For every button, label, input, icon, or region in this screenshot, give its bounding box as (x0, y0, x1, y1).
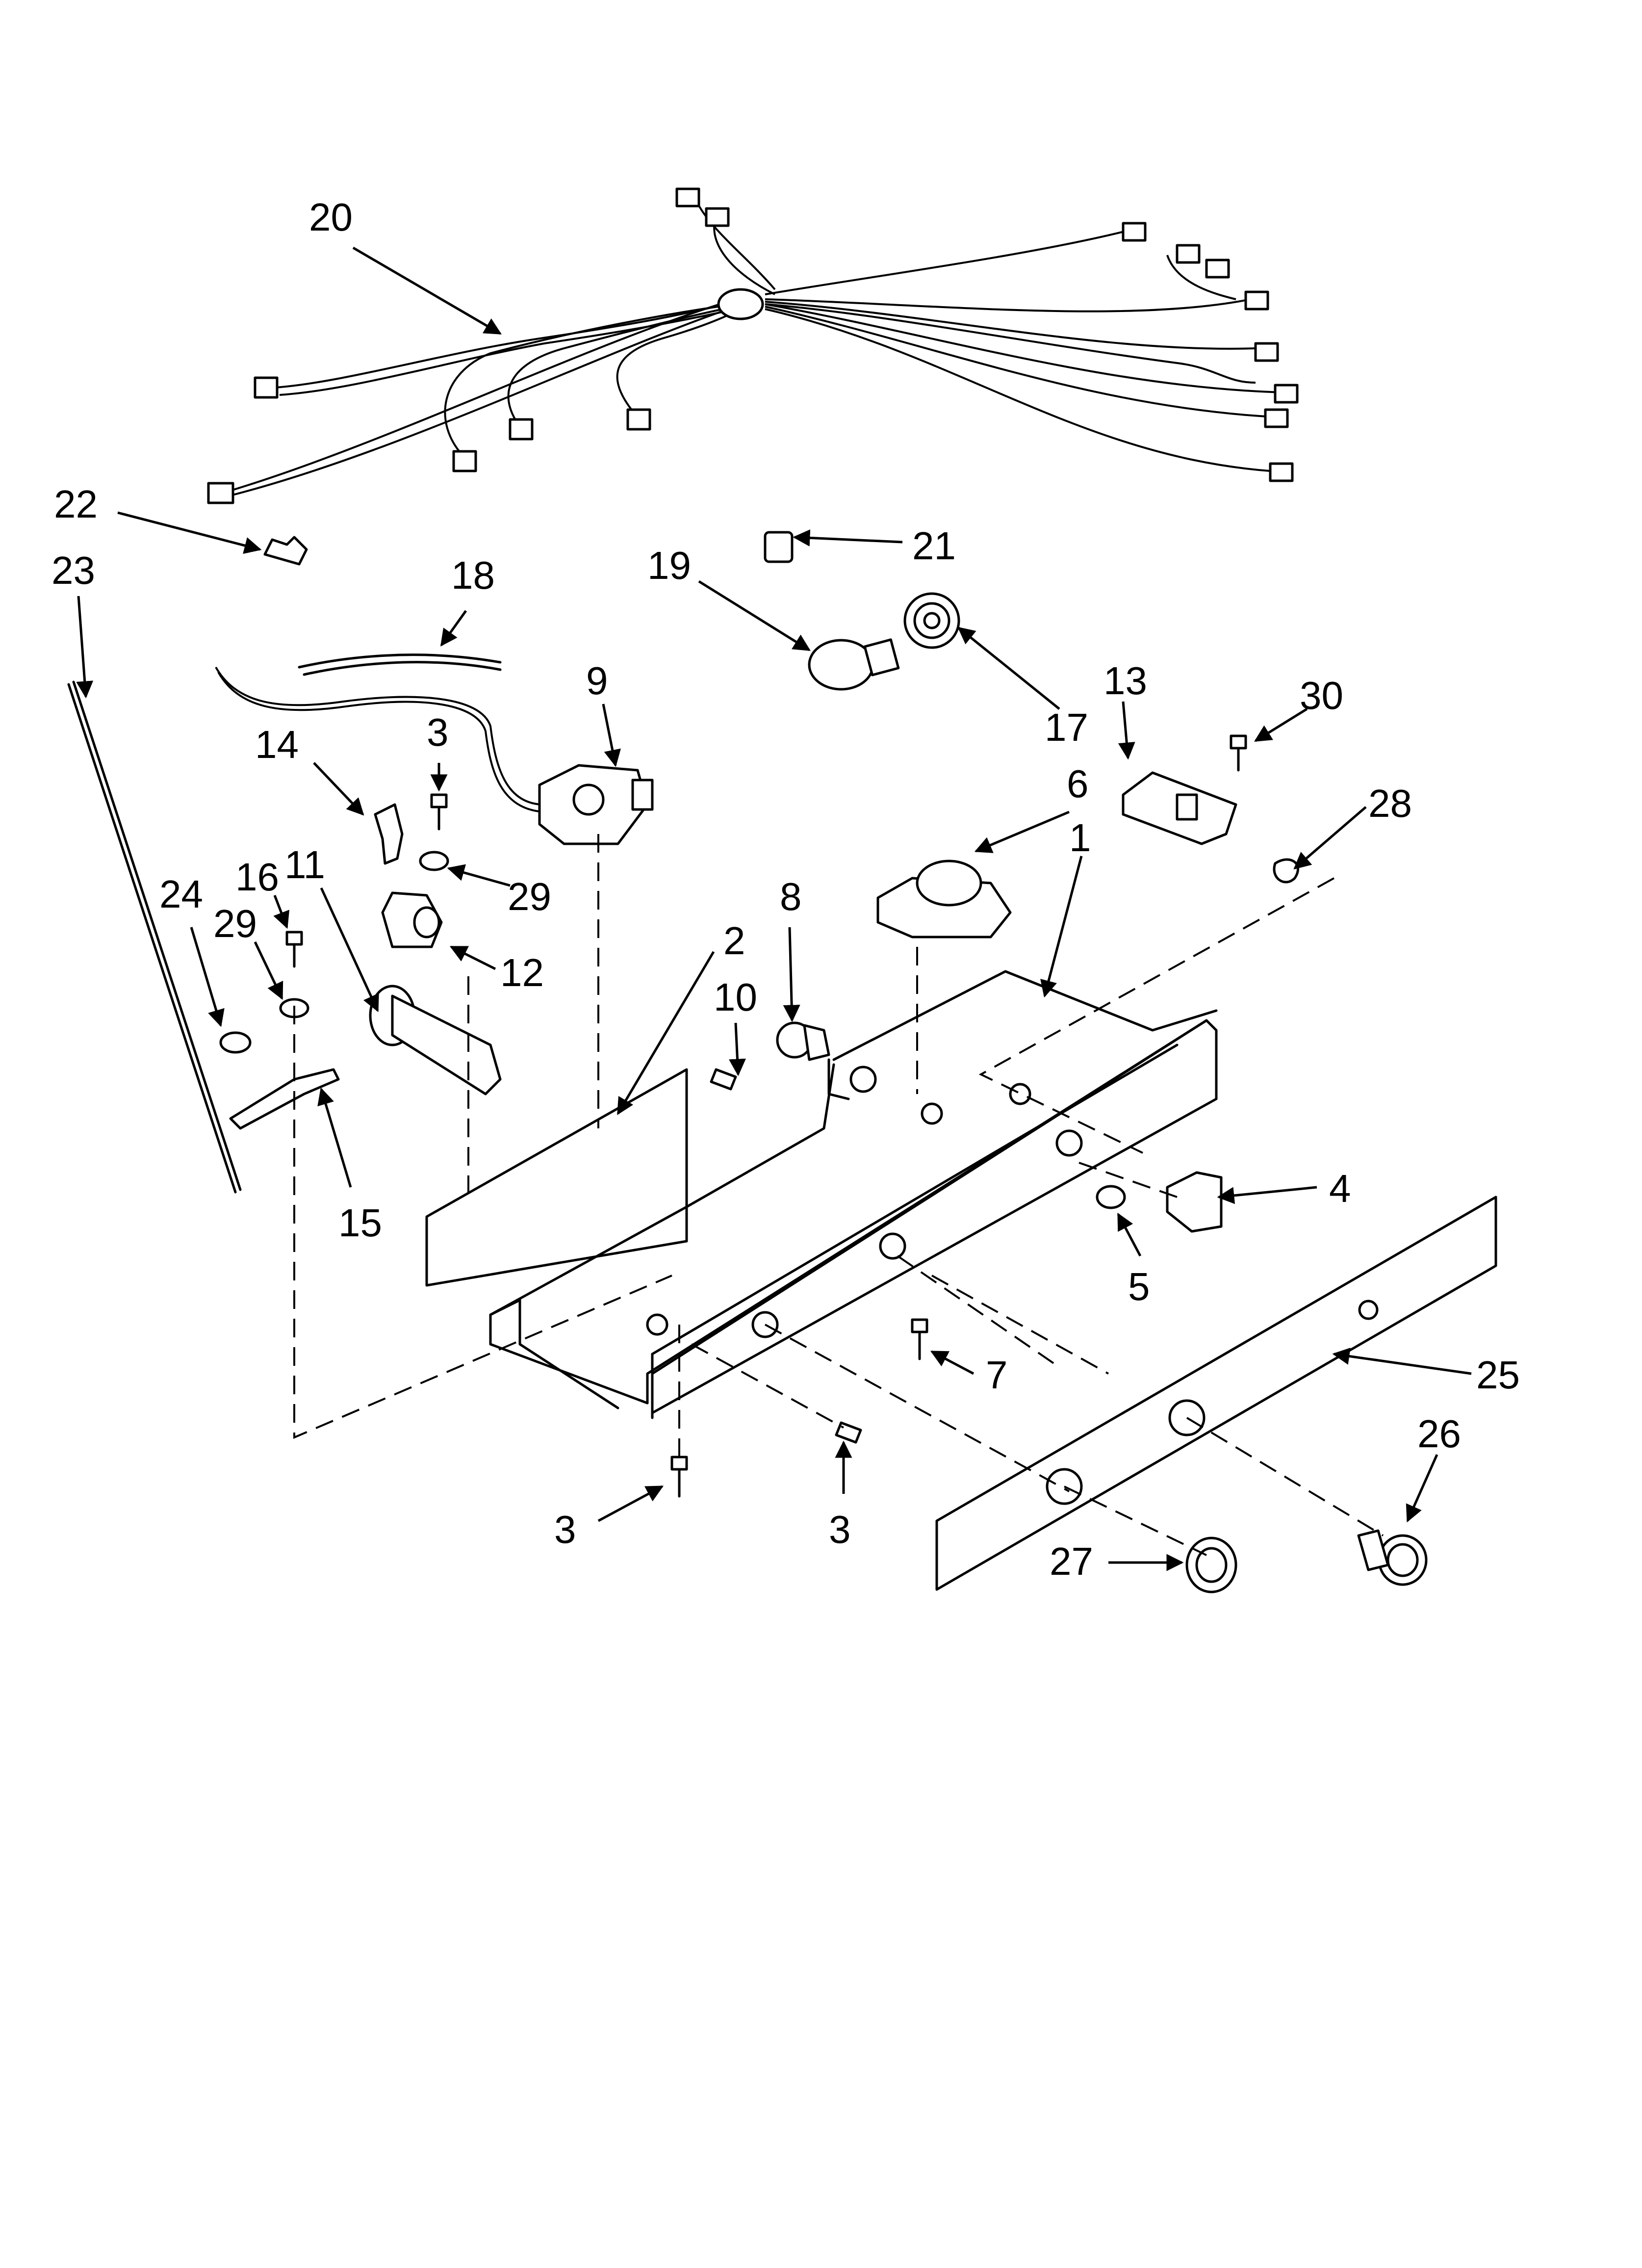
callout-24: 24 (159, 872, 203, 916)
callout-22: 22 (54, 482, 98, 526)
callout-11: 11 (284, 843, 325, 886)
callout-21: 21 (912, 524, 956, 568)
callout-12: 12 (500, 951, 544, 994)
assembly-dashed-lines (293, 834, 1384, 1556)
callout-19: 19 (647, 544, 691, 587)
callout-2: 2 (723, 919, 745, 963)
knob-part (1357, 1529, 1428, 1586)
screw-group (285, 734, 1247, 1498)
callout-3-bottom-left: 3 (554, 1508, 576, 1551)
callout-10: 10 (714, 975, 757, 1019)
callout-30: 30 (1300, 674, 1343, 717)
tubing (215, 653, 545, 813)
callout-15: 15 (338, 1201, 382, 1245)
callout-1: 1 (1069, 816, 1091, 860)
rod-part (67, 680, 242, 1194)
callout-20: 20 (309, 195, 353, 239)
lever-part (229, 1068, 340, 1130)
light-bulb (808, 638, 900, 691)
callout-25: 25 (1476, 1353, 1520, 1397)
defrost-timer (876, 860, 1012, 938)
callout-23: 23 (51, 548, 95, 592)
callout-7: 7 (986, 1353, 1008, 1397)
wire-clip-part (263, 536, 308, 566)
callout-6: 6 (1067, 762, 1089, 806)
bearing-part (381, 891, 443, 948)
callout-3-top: 3 (427, 710, 449, 754)
callout-17: 17 (1045, 705, 1088, 749)
callout-5: 5 (1128, 1265, 1150, 1308)
callout-arrows (76, 246, 1472, 1571)
callout-29-left: 29 (213, 902, 257, 945)
callout-13: 13 (1103, 659, 1147, 703)
light-switch (1122, 771, 1237, 845)
temperature-control (538, 764, 654, 845)
bracket-part (374, 803, 404, 865)
callout-14: 14 (255, 723, 299, 766)
callout-29-right: 29 (508, 875, 551, 918)
callout-18: 18 (451, 553, 495, 597)
switch-part (1166, 1171, 1223, 1233)
fitting-part (776, 1021, 830, 1061)
callout-9: 9 (586, 659, 608, 703)
callout-26: 26 (1417, 1412, 1461, 1456)
wiring-harness (207, 187, 1299, 504)
control-shaft (369, 985, 502, 1095)
callout-28: 28 (1368, 782, 1412, 825)
button-part (1096, 1185, 1126, 1209)
clip-part (764, 531, 794, 563)
lamp-socket (903, 592, 960, 649)
control-panel-strip (935, 1196, 1497, 1591)
callout-27: 27 (1050, 1539, 1093, 1583)
callout-4: 4 (1329, 1167, 1351, 1210)
knob-part-two (1185, 1537, 1237, 1593)
spring-part (1273, 858, 1299, 884)
callout-3-bottom-right: 3 (829, 1508, 851, 1551)
callout-8: 8 (780, 875, 802, 918)
control-housing (425, 970, 1218, 1419)
callout-16: 16 (235, 855, 279, 899)
